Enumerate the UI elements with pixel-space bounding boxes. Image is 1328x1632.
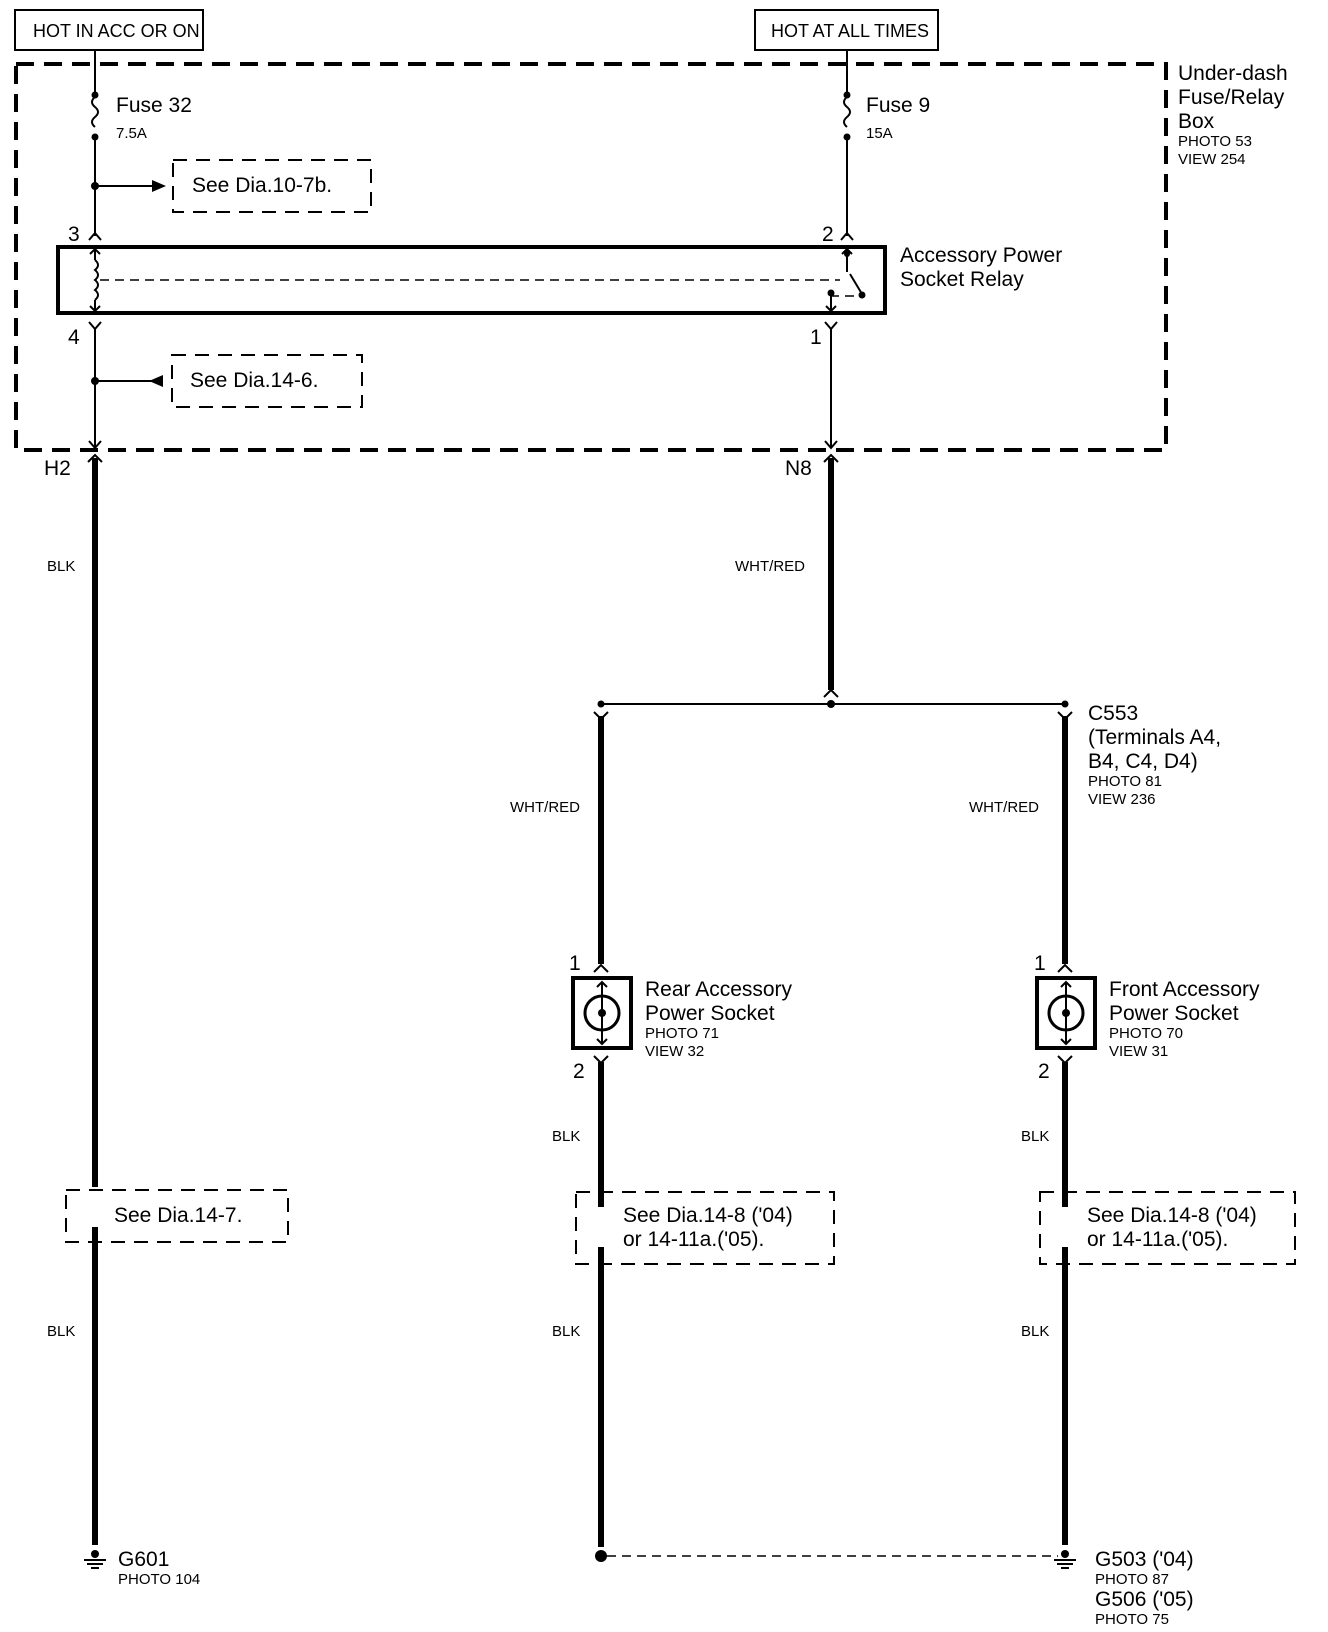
ground-g506-photo: PHOTO 75 [1095, 1611, 1169, 1628]
fuse-9-name: Fuse 9 [866, 94, 930, 117]
relay-pin-4: 4 [68, 326, 80, 349]
fuse-box-title-1: Under-dash [1178, 62, 1288, 85]
relay-pin-1: 1 [810, 326, 822, 349]
rear-socket-label-1: Rear Accessory [645, 978, 793, 1001]
reference-dia-14-8-rear[interactable]: See Dia.14-8 ('04) or 14-11a.('05). [575, 1191, 835, 1265]
reference-dia-14-7[interactable]: See Dia.14-7. [65, 1189, 289, 1243]
wire-color-blk-left-lower: BLK [47, 1323, 75, 1340]
reference-dia-14-8-front[interactable]: See Dia.14-8 ('04) or 14-11a.('05). [1039, 1191, 1296, 1265]
connector-n8: N8 [785, 457, 812, 480]
connector-c553-view: VIEW 236 [1088, 791, 1156, 808]
rear-socket-pin-1: 1 [569, 952, 581, 975]
ground-g601-label: G601 [118, 1548, 169, 1571]
power-label-acc-on: HOT IN ACC OR ON [14, 9, 204, 51]
reference-dia-10-7b-text: See Dia.10-7b. [192, 174, 332, 197]
wire-color-blk-front-lower: BLK [1021, 1323, 1049, 1340]
reference-dia-14-8-rear-line1: See Dia.14-8 ('04) [623, 1204, 793, 1227]
fuse-relay-box-label: Under-dash Fuse/Relay Box PHOTO 53 VIEW … [1178, 62, 1288, 168]
ground-g601-photo: PHOTO 104 [118, 1571, 200, 1588]
fuse-relay-box-outline [14, 62, 1168, 452]
fuse-32-rating: 7.5A [116, 125, 147, 142]
rear-socket-photo: PHOTO 71 [645, 1025, 719, 1042]
front-socket-label-1: Front Accessory [1109, 978, 1260, 1001]
fuse-box-view: VIEW 254 [1178, 151, 1246, 168]
ground-g601: G601 PHOTO 104 [84, 1548, 200, 1588]
connector-c553-photo: PHOTO 81 [1088, 773, 1162, 790]
relay-label-line1: Accessory Power [900, 244, 1062, 267]
wire-color-wht-red-rear: WHT/RED [510, 799, 580, 816]
front-socket-pin-2: 2 [1038, 1060, 1050, 1083]
wire-color-wht-red-trunk: WHT/RED [735, 558, 805, 575]
front-socket-pin-1: 1 [1034, 952, 1046, 975]
reference-dia-14-8-rear-line2: or 14-11a.('05). [623, 1228, 764, 1251]
connector-c553-line3: B4, C4, D4) [1088, 750, 1198, 773]
rear-socket-pin-2: 2 [573, 1060, 585, 1083]
fuse-box-photo: PHOTO 53 [1178, 133, 1252, 150]
fuse-32: Fuse 32 7.5A [91, 50, 192, 142]
front-socket-photo: PHOTO 70 [1109, 1025, 1183, 1042]
fuse-32-name: Fuse 32 [116, 94, 192, 117]
accessory-power-socket-relay: 3 2 4 1 Accessory Power Socket Relay [56, 223, 1062, 349]
ground-g506-label: G506 ('05) [1095, 1588, 1194, 1611]
reference-dia-14-8-front-line2: or 14-11a.('05). [1087, 1228, 1228, 1251]
ground-g503-photo: PHOTO 87 [1095, 1571, 1169, 1588]
relay-pin-2: 2 [822, 223, 834, 246]
reference-dia-14-7-text: See Dia.14-7. [114, 1204, 242, 1227]
fuse-box-title-2: Fuse/Relay [1178, 86, 1285, 109]
connector-c553: C553 (Terminals A4, B4, C4, D4) PHOTO 81… [1088, 702, 1221, 808]
wire-color-blk-rear-lower: BLK [552, 1323, 580, 1340]
ground-g503-g506: G503 ('04) PHOTO 87 G506 ('05) PHOTO 75 [1054, 1548, 1194, 1628]
power-label-all-times-text: HOT AT ALL TIMES [771, 21, 929, 41]
front-socket-view: VIEW 31 [1109, 1043, 1168, 1060]
relay-label-line2: Socket Relay [900, 268, 1024, 291]
reference-dia-14-6[interactable]: See Dia.14-6. [171, 354, 363, 408]
front-socket-label-2: Power Socket [1109, 1002, 1239, 1025]
reference-dia-14-6-text: See Dia.14-6. [190, 369, 318, 392]
fuse-box-title-3: Box [1178, 110, 1215, 133]
wire-color-wht-red-front: WHT/RED [969, 799, 1039, 816]
fuse-9-rating: 15A [866, 125, 893, 142]
front-accessory-power-socket: Front Accessory Power Socket PHOTO 70 VI… [1035, 976, 1260, 1060]
rear-socket-view: VIEW 32 [645, 1043, 704, 1060]
power-label-acc-on-text: HOT IN ACC OR ON [33, 21, 200, 41]
connector-h2: H2 [44, 457, 71, 480]
connector-c553-line2: (Terminals A4, [1088, 726, 1221, 749]
wire-color-blk-rear-upper: BLK [552, 1128, 580, 1145]
connector-c553-line1: C553 [1088, 702, 1138, 725]
reference-dia-10-7b[interactable]: See Dia.10-7b. [172, 159, 372, 213]
power-label-all-times: HOT AT ALL TIMES [754, 9, 939, 51]
ground-g503-label: G503 ('04) [1095, 1548, 1194, 1571]
reference-dia-14-8-front-line1: See Dia.14-8 ('04) [1087, 1204, 1257, 1227]
rear-accessory-power-socket: Rear Accessory Power Socket PHOTO 71 VIE… [571, 976, 793, 1060]
wire-color-blk-left-upper: BLK [47, 558, 75, 575]
wire-color-blk-front-upper: BLK [1021, 1128, 1049, 1145]
rear-socket-label-2: Power Socket [645, 1002, 775, 1025]
relay-pin-3: 3 [68, 223, 80, 246]
fuse-9: Fuse 9 15A [843, 50, 930, 142]
